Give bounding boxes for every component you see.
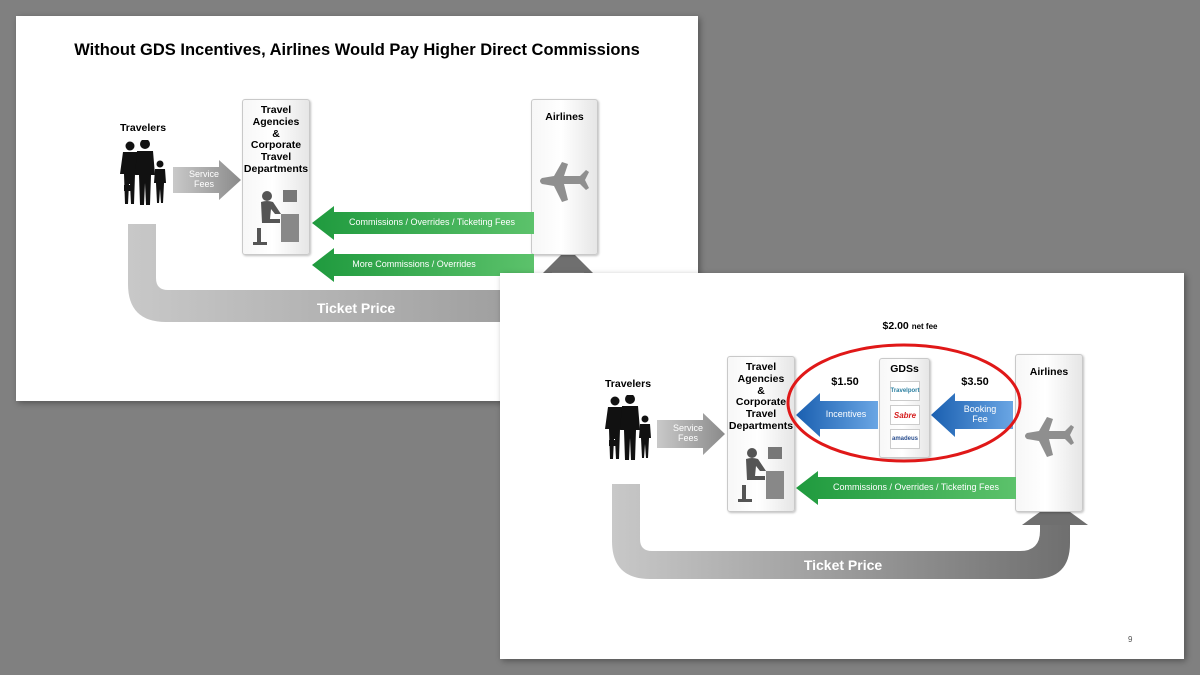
net-fee-label: $2.00 net fee: [860, 320, 960, 333]
booking-fee-arrow: [931, 393, 1013, 437]
travelport-logo: Travelport: [890, 381, 920, 401]
more-commissions-label-1: More Commissions / Overrides: [352, 259, 476, 270]
service-fees-arrow-2: [657, 413, 725, 455]
airlines-label-2: Airlines: [1029, 366, 1069, 378]
gds-highlight-circle: [786, 343, 1022, 463]
desk-worker-silhouette-icon: [253, 190, 299, 245]
incentives-label: Incentives: [825, 409, 867, 420]
family-silhouette-icon: [605, 395, 651, 460]
booking-fee-label: Booking Fee: [963, 404, 997, 424]
commissions-arrow-2: [796, 471, 1016, 505]
slide-1: Without GDS Incentives, Airlines Would P…: [16, 16, 698, 401]
desk-worker-silhouette-icon: [738, 447, 784, 502]
ticket-price-arrow-2: [612, 484, 1088, 579]
incentives-amount: $1.50: [831, 376, 859, 388]
travelers-label-2: Travelers: [604, 378, 652, 390]
net-fee-suffix: net fee: [911, 322, 938, 331]
net-fee-amount: $2.00: [882, 320, 909, 332]
gds-label: GDSs: [890, 363, 919, 375]
incentives-arrow: [796, 393, 878, 437]
slide-2: $2.00 net fee Ticket Price Travelers Ser…: [500, 273, 1184, 659]
booking-fee-amount: $3.50: [961, 376, 989, 388]
page-number: 9: [1128, 635, 1133, 644]
airlines-box-2: Airlines: [1015, 354, 1083, 512]
amadeus-logo: amadeus: [890, 429, 920, 449]
commissions-arrow-1: [312, 206, 534, 240]
airlines-box-1: Airlines: [531, 99, 598, 255]
airlines-label-1: Airlines: [545, 111, 584, 123]
service-fees-arrow-1: [173, 160, 241, 200]
service-fees-label-1: Service Fees: [188, 169, 219, 189]
slide-1-title: Without GDS Incentives, Airlines Would P…: [74, 41, 640, 59]
commissions-label-1: Commissions / Overrides / Ticketing Fees: [348, 217, 516, 228]
travelers-label-1: Travelers: [119, 122, 167, 134]
service-fees-label-2: Service Fees: [672, 423, 703, 443]
more-commissions-arrow-1: [312, 248, 534, 282]
airplane-icon: [1025, 417, 1074, 457]
travel-agencies-box-2: Travel Agencies & Corporate Travel Depar…: [727, 356, 795, 512]
family-silhouette-icon: [120, 140, 166, 205]
ticket-price-label-2: Ticket Price: [803, 557, 883, 573]
ticket-price-label-1: Ticket Price: [316, 300, 396, 316]
travel-agencies-label-1: Travel Agencies & Corporate Travel Depar…: [243, 104, 309, 175]
sabre-logo: Sabre: [890, 405, 920, 425]
travel-agencies-label-2: Travel Agencies & Corporate Travel Depar…: [728, 361, 794, 432]
commissions-label-2: Commissions / Overrides / Ticketing Fees: [832, 482, 1000, 493]
airplane-icon: [540, 162, 589, 202]
travel-agencies-box-1: Travel Agencies & Corporate Travel Depar…: [242, 99, 310, 255]
gds-box: GDSs Travelport Sabre amadeus: [879, 358, 930, 458]
